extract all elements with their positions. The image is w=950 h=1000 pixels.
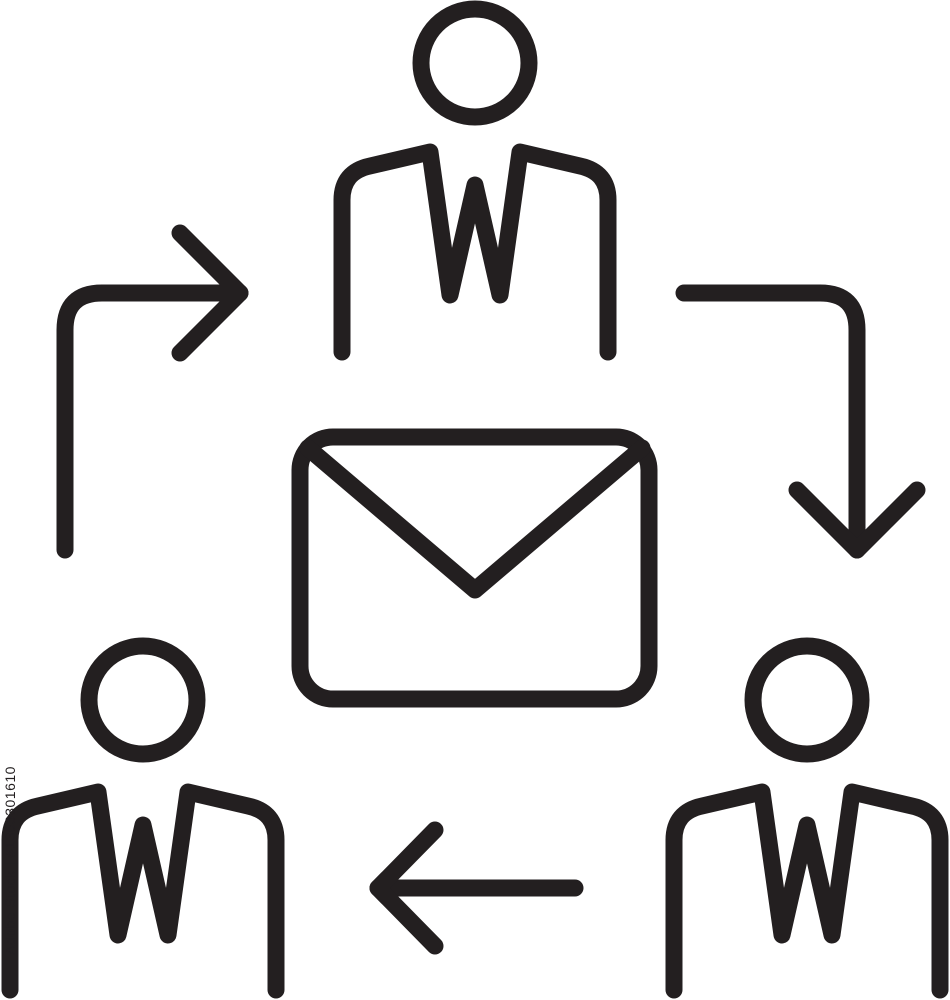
person-bottom-left-icon — [1, 637, 285, 999]
stock-id-watermark: Adobe Stock | #1363301610 — [2, 766, 18, 955]
envelope-icon — [291, 428, 658, 708]
person-top-icon — [333, 0, 617, 361]
person-bottom-right-icon — [665, 637, 949, 999]
arrow-to-top-icon — [56, 224, 249, 559]
arrow-to-bottom-right-icon — [675, 284, 926, 559]
arrow-to-bottom-left-icon — [369, 821, 584, 955]
